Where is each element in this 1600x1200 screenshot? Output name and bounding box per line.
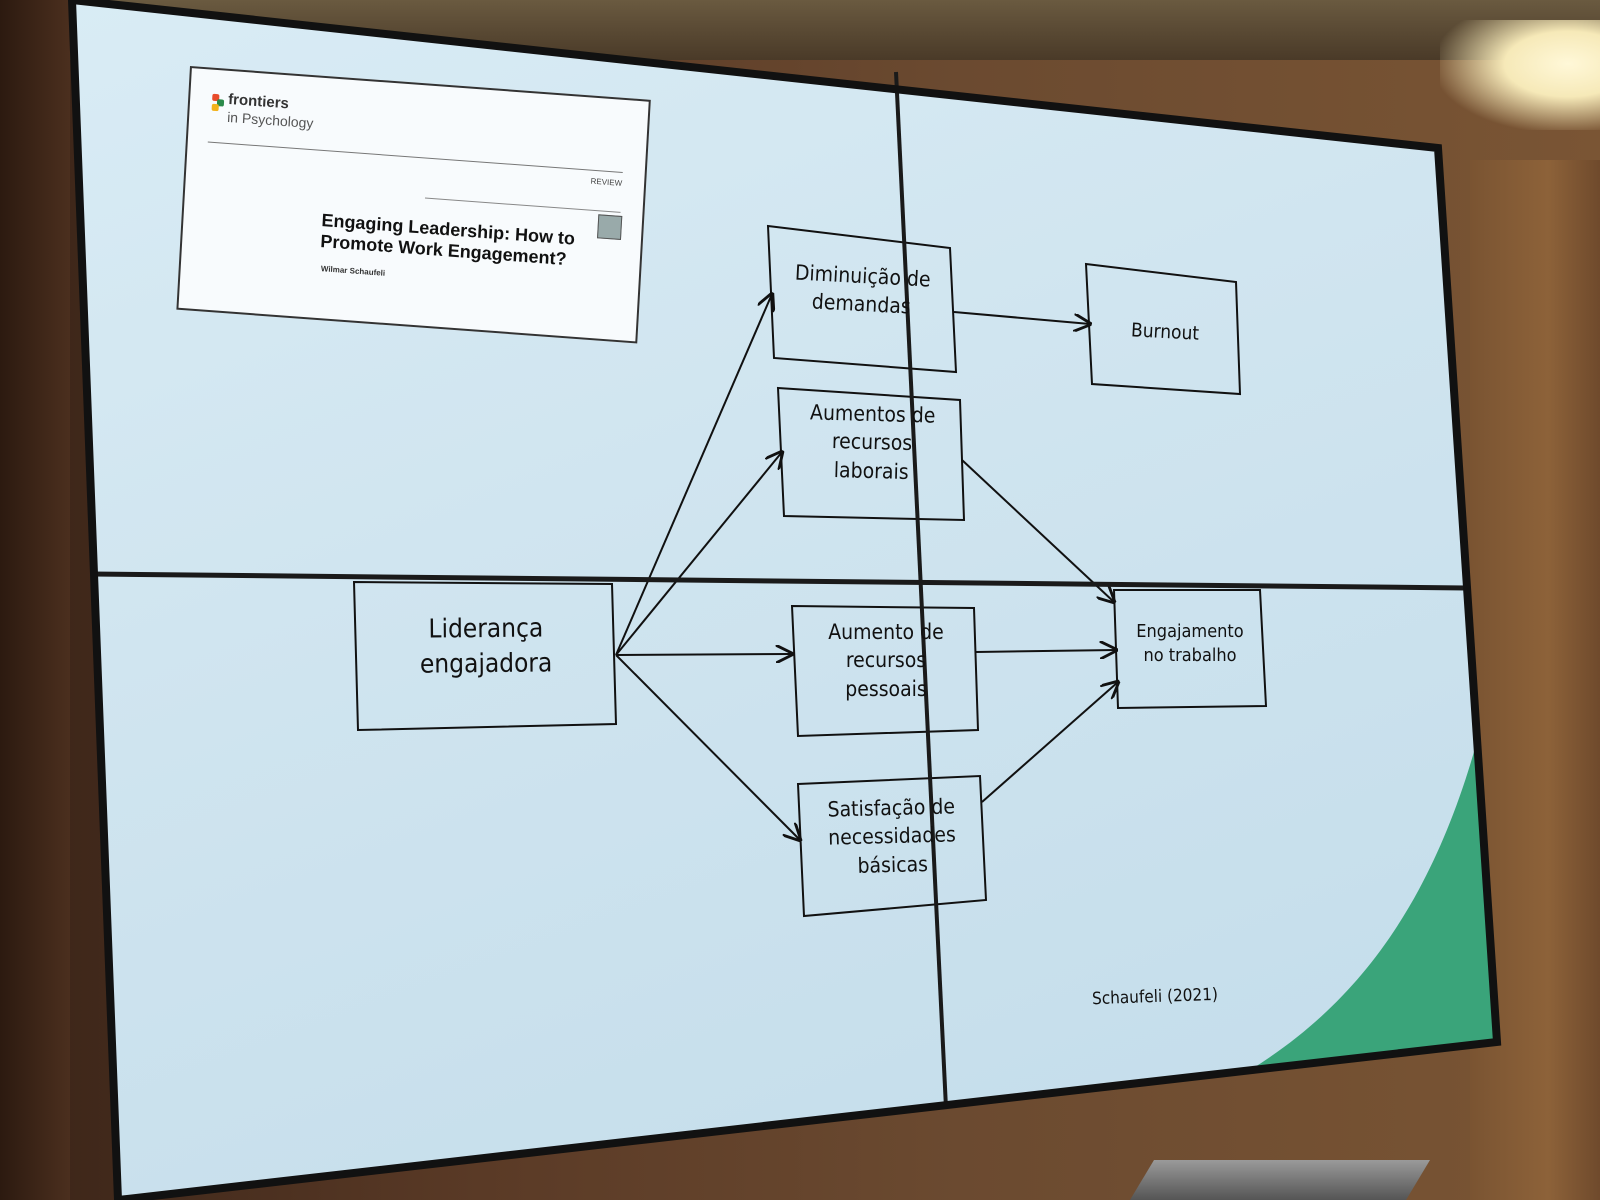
bezel-vertical [894, 71, 948, 1109]
node-personal-resources: Aumento de recursos pessoais [828, 620, 944, 701]
box-burnout [1084, 262, 1242, 396]
paper-author: Wilmar Schaufeli [320, 264, 386, 278]
screen-frame [67, 0, 1502, 1200]
node-leadership: Liderança engajadora [419, 613, 553, 680]
frontiers-logo-icon [211, 93, 225, 113]
node-demands: Diminuição de demandas [794, 260, 932, 319]
node-job-resources: Aumentos de recursos laborais [809, 400, 936, 484]
arrow-job-resources-engagement [961, 459, 1114, 602]
header-rule [207, 141, 623, 173]
box-needs [796, 774, 988, 918]
arrow-demands-burnout [953, 311, 1090, 324]
box-personal-resources [790, 604, 980, 738]
bezel-horizontal [91, 571, 1467, 591]
box-engagement [1112, 589, 1268, 710]
meta-rule [424, 197, 621, 213]
paper-title: Engaging Leadership: How to Promote Work… [320, 210, 622, 273]
podium-edge [1130, 1160, 1430, 1200]
arrow-leadership-job-resources [615, 452, 782, 656]
citation: Schaufeli (2021) [1091, 984, 1219, 1010]
wood-wall-left [0, 0, 70, 1200]
box-leadership [352, 580, 618, 732]
arrow-leadership-demands [615, 294, 772, 656]
paper-reference-card: frontiers in Psychology REVIEW Engaging … [176, 66, 651, 344]
article-type-tag: REVIEW [590, 176, 623, 188]
box-job-resources [776, 386, 966, 522]
journal-name: in Psychology [226, 108, 314, 132]
green-accent-shape [1250, 640, 1497, 1070]
node-engagement: Engajamento no trabalho [1136, 621, 1244, 667]
arrow-needs-engagement [981, 682, 1118, 803]
arrow-leadership-needs [615, 654, 800, 840]
node-needs: Satisfação de necessidades básicas [827, 794, 957, 878]
box-demands [766, 224, 958, 374]
arrow-leadership-personal-resources [615, 654, 792, 655]
ceiling-light [1440, 20, 1600, 130]
arrow-personal-resources-engagement [975, 650, 1116, 652]
